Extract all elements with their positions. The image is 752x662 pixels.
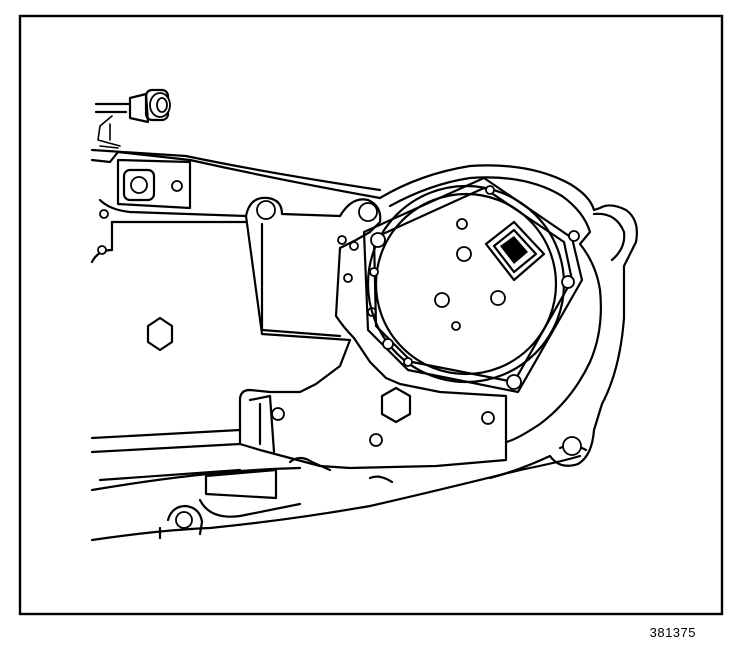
hex-bolt-left [146, 316, 174, 352]
hex-bolt-center [380, 386, 412, 424]
lower-guide-rail [158, 456, 394, 540]
figure-frame [18, 14, 724, 616]
gear-plate [362, 176, 584, 394]
gear-plate-holes [369, 185, 580, 390]
motor-gear-housing [378, 164, 638, 480]
upper-bracket [116, 158, 192, 210]
wiring-connector [94, 88, 171, 149]
door-inner-panel [90, 148, 582, 542]
regulator-mounting-plate [238, 196, 508, 470]
square-drive-socket [484, 220, 546, 282]
figure-number: 381375 [649, 625, 696, 640]
panel-holes [97, 209, 495, 447]
